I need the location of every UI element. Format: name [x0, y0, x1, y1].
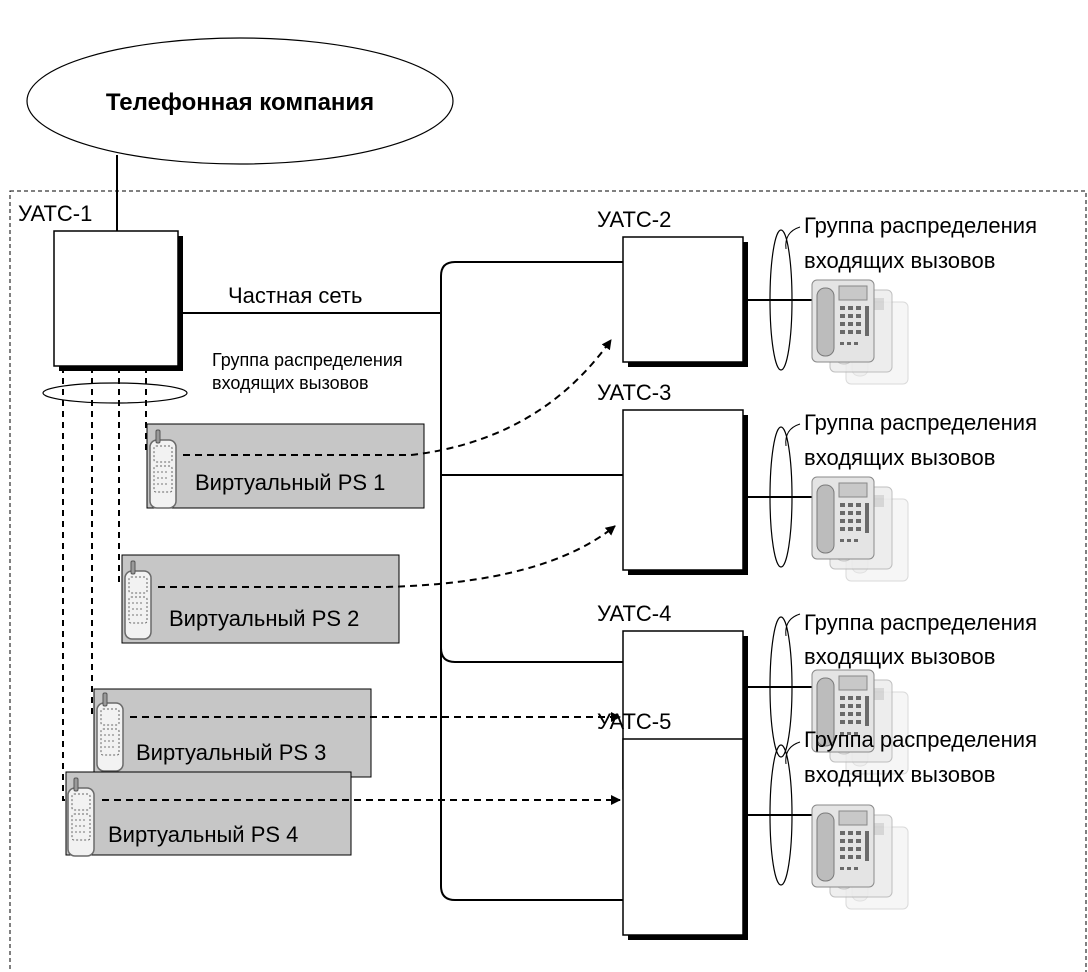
- pbx2-group-ellipse: [769, 229, 793, 371]
- branch-pbx4: [440, 647, 623, 663]
- virtual-ps4-label: Виртуальный PS 4: [108, 822, 298, 847]
- pbx4-label: УАТС-4: [597, 601, 671, 626]
- pbx3-box: [622, 409, 744, 571]
- ps3-link: [91, 367, 100, 715]
- pbx5-group-pointer: [785, 741, 801, 765]
- pbx5-label: УАТС-5: [597, 709, 671, 734]
- pbx4-group-line2: входящих вызовов: [804, 644, 995, 669]
- system-boundary: [9, 190, 1087, 972]
- ps1-to-pbx2-arrow: [183, 339, 612, 456]
- pbx2-box: [622, 236, 744, 363]
- handset-icon: [124, 560, 152, 640]
- virtual-ps1-label: Виртуальный PS 1: [195, 470, 385, 495]
- pbx1-box: [53, 230, 179, 367]
- virtual-ps3-label: Виртуальный PS 3: [136, 740, 326, 765]
- pbx3-group-line2: входящих вызовов: [804, 445, 995, 470]
- virtual-ps1-box: [146, 423, 425, 509]
- carrier-cloud: [26, 37, 454, 165]
- pbx4-group-ellipse: [769, 616, 793, 758]
- desk-phone-stack-icon: [811, 804, 909, 910]
- pbx3-label: УАТС-3: [597, 380, 671, 405]
- virtual-ps2-box: [121, 554, 400, 644]
- pbx5-box: [622, 738, 744, 936]
- pbx4-group-pointer: [785, 613, 801, 637]
- pbx5-group-line2: входящих вызовов: [804, 762, 995, 787]
- pbx1-group-ellipse: [42, 382, 188, 404]
- pbx2-group-line2: входящих вызовов: [804, 248, 995, 273]
- desk-phone-stack-icon: [811, 476, 909, 582]
- handset-icon: [96, 692, 124, 772]
- backbone-line: [440, 261, 623, 901]
- pbx2-group-pointer: [785, 226, 801, 250]
- desk-phone-stack-icon: [811, 669, 909, 775]
- ps2-link: [118, 367, 128, 584]
- pbx1-group-line1: Группа распределения: [212, 350, 403, 370]
- desk-phone-stack-icon: [811, 279, 909, 385]
- pbx5-group-line1: Группа распределения: [804, 727, 1037, 752]
- pbx4-group-line1: Группа распределения: [804, 610, 1037, 635]
- virtual-ps3-box: [93, 688, 372, 778]
- pbx5-group-ellipse: [769, 744, 793, 886]
- handset-icon: [149, 429, 177, 509]
- pbx3-group-pointer: [785, 423, 801, 447]
- pbx3-group-line1: Группа распределения: [804, 410, 1037, 435]
- ps4-link: [62, 367, 73, 801]
- pbx1-group-line2: входящих вызовов: [212, 373, 369, 393]
- carrier-label: Телефонная компания: [106, 89, 374, 116]
- pbx1-label: УАТС-1: [18, 201, 92, 226]
- handset-icon: [67, 777, 95, 857]
- pbx2-label: УАТС-2: [597, 207, 671, 232]
- pbx3-group-ellipse: [769, 426, 793, 568]
- pbx2-group-line1: Группа распределения: [804, 213, 1037, 238]
- virtual-ps4-box: [65, 771, 352, 856]
- private-network-label: Частная сеть: [228, 283, 362, 308]
- virtual-ps2-label: Виртуальный PS 2: [169, 606, 359, 631]
